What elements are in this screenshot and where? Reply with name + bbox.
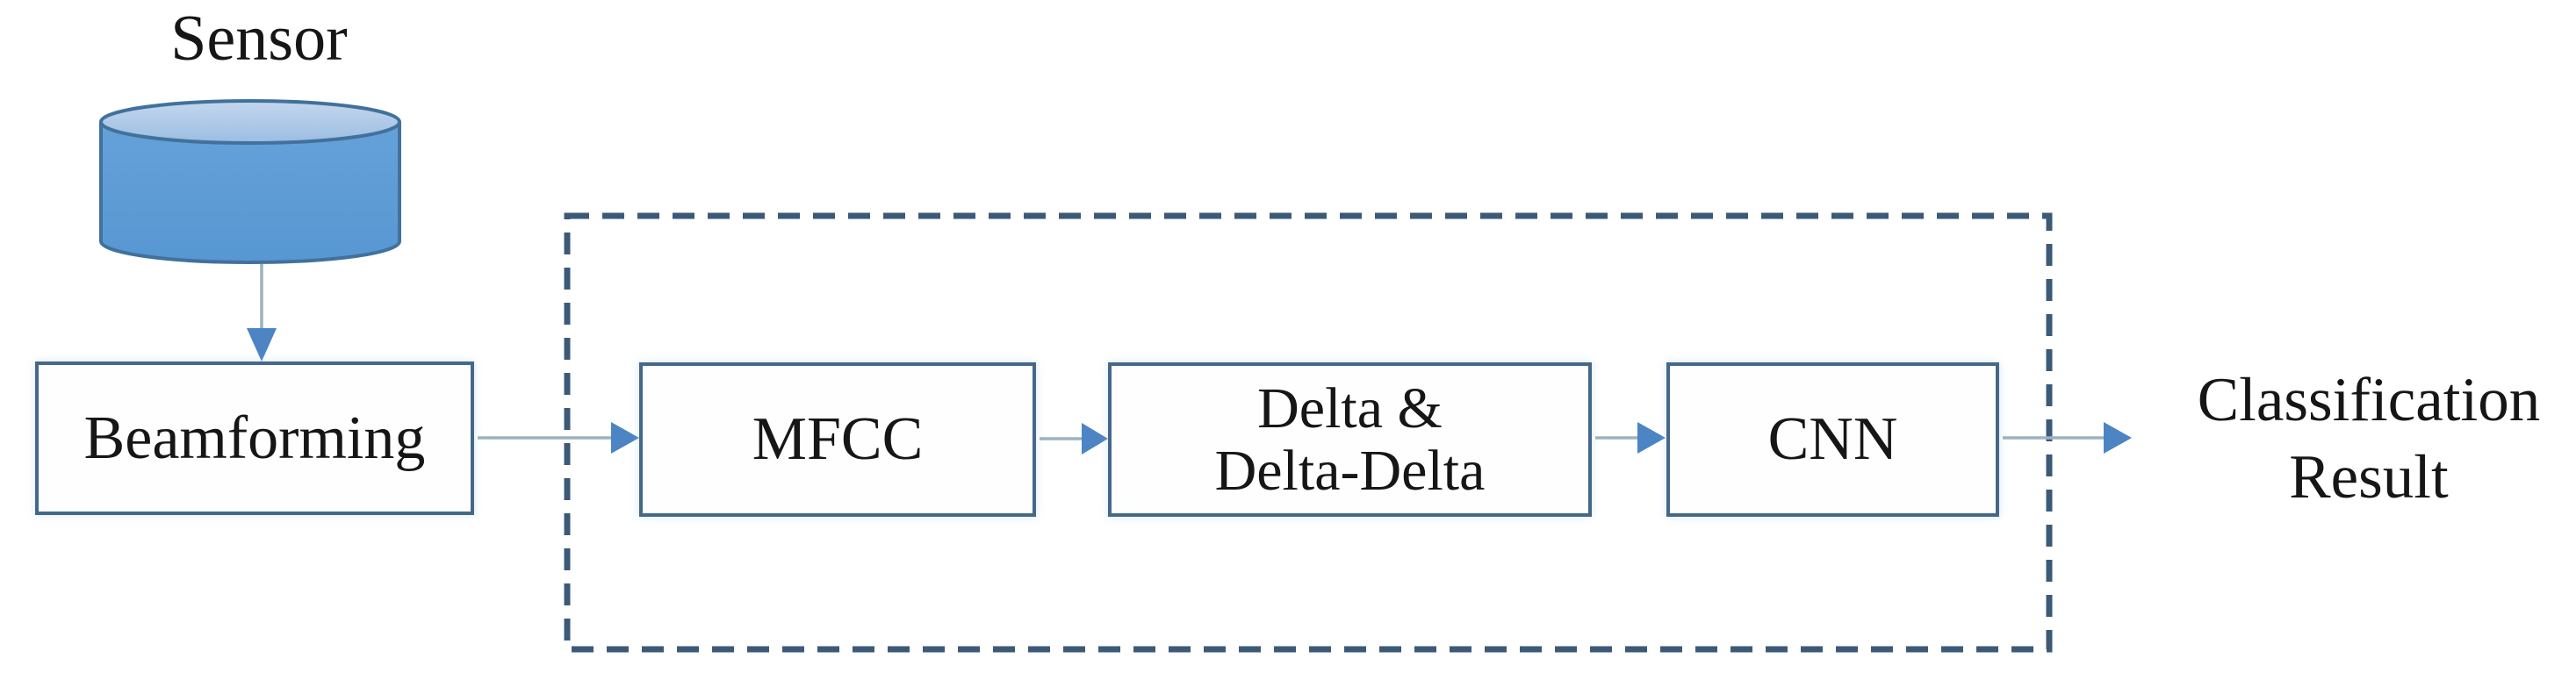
classification-result-label: Classification Result: [2176, 361, 2562, 516]
arrow-delta-to-cnn: [1595, 422, 1666, 454]
mfcc-label: MFCC: [752, 405, 924, 474]
classification-result-line1: Classification: [2197, 366, 2541, 434]
delta-label-line2: Delta-Delta: [1214, 439, 1486, 503]
cnn-label: CNN: [1767, 405, 1898, 474]
node-beamforming: Beamforming: [35, 361, 474, 515]
node-delta-delta-delta: Delta & Delta-Delta: [1108, 362, 1592, 517]
arrow-mfcc-to-delta: [1040, 423, 1108, 454]
delta-label: Delta & Delta-Delta: [1215, 377, 1486, 503]
arrow-beamforming-to-mfcc: [478, 422, 639, 454]
delta-label-line1: Delta &: [1257, 376, 1443, 440]
arrow-sensor-to-beamforming: [247, 264, 277, 361]
sensor-label: Sensor: [170, 3, 348, 75]
node-mfcc: MFCC: [639, 362, 1036, 517]
beamforming-label: Beamforming: [83, 404, 426, 472]
dashed-container: [564, 212, 2053, 653]
classification-result-line2: Result: [2289, 443, 2449, 512]
sensor-cylinder-icon: [99, 99, 401, 264]
node-cnn: CNN: [1666, 362, 1999, 517]
arrow-cnn-to-result: [2003, 422, 2132, 454]
